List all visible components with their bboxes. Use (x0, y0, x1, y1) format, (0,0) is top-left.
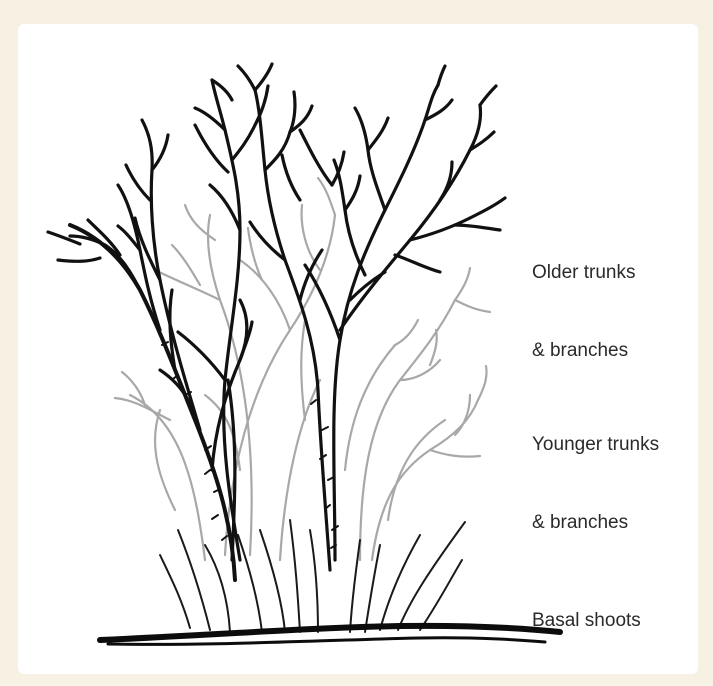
younger-trunks-and-branches (115, 178, 490, 560)
label-younger-line1: Younger trunks (532, 432, 659, 458)
label-basal-line1: Basal shoots (532, 608, 641, 634)
label-older-line1: Older trunks (532, 260, 635, 286)
ground-line (100, 626, 560, 645)
label-younger-line2: & branches (532, 510, 659, 536)
label-basal-shoots: Basal shoots (532, 556, 641, 686)
label-older-line2: & branches (532, 338, 635, 364)
basal-shoots (160, 520, 465, 632)
older-trunks-and-branches (48, 64, 505, 580)
